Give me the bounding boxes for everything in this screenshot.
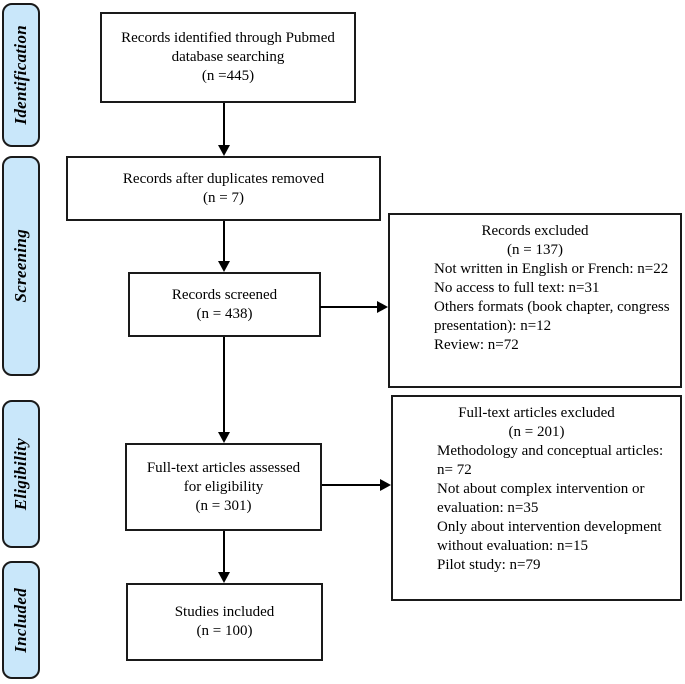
exclusion-title: Full-text articles excluded (458, 405, 615, 421)
arrowhead-down-icon (218, 572, 230, 583)
exclusion-reason: Only about intervention development with… (393, 518, 680, 556)
exclusion-reason-text: Others formats (book chapter, congress p… (434, 299, 670, 334)
exclusion-reason-text: Review: n=72 (434, 337, 519, 353)
box-studies-included: Studies included (n = 100) (126, 583, 323, 661)
box-text-line: Studies included (174, 604, 275, 620)
box-text-line: Records after duplicates removed (122, 170, 325, 187)
exclusion-reason-text: No access to full text: n=31 (434, 280, 600, 296)
box-text-line: Records screened (171, 286, 278, 303)
arrow-fulltext-to-excluded (322, 484, 380, 486)
exclusion-title: Records excluded (481, 223, 589, 239)
exclusion-reason-text: Only about intervention development with… (437, 519, 662, 554)
arrowhead-down-icon (218, 432, 230, 443)
stage-label-included: Included (2, 561, 40, 679)
box-count: (n = 301) (195, 497, 252, 514)
box-count: (n = 438) (196, 305, 253, 322)
box-count: (n =445) (201, 68, 255, 84)
exclusion-reason-text: Pilot study: n=79 (437, 557, 541, 573)
exclusion-reason-text: Not written in English or French: n=22 (434, 261, 669, 277)
exclusion-reason-text: Not about complex intervention or evalua… (437, 481, 645, 516)
arrow-duplicates-to-screened (223, 221, 225, 261)
box-text-line: Records identified through Pubmed (121, 30, 335, 46)
stage-label-eligibility: Eligibility (2, 400, 40, 548)
box-records-excluded: Records excluded (n = 137) Not written i… (388, 213, 682, 388)
stage-label-text: Eligibility (11, 437, 30, 511)
box-fulltext-assessed: Full-text articles assessed for eligibil… (125, 443, 322, 531)
stage-label-text: Screening (11, 229, 30, 303)
arrow-screened-to-excluded (320, 306, 377, 308)
arrow-identified-to-duplicates (223, 103, 225, 145)
box-records-screened: Records screened (n = 438) (128, 272, 321, 337)
exclusion-reason: No access to full text: n=31 (390, 279, 680, 298)
exclusion-reason: Pilot study: n=79 (393, 556, 680, 575)
stage-label-text: Included (11, 587, 30, 653)
box-count: (n = 100) (196, 623, 253, 639)
exclusion-reason: Not about complex intervention or evalua… (393, 480, 680, 518)
arrowhead-down-icon (218, 145, 230, 156)
arrowhead-right-icon (377, 301, 388, 313)
box-records-identified: Records identified through Pubmed databa… (100, 12, 356, 103)
box-fulltext-excluded: Full-text articles excluded (n = 201) Me… (391, 395, 682, 601)
exclusion-count: (n = 201) (508, 424, 565, 440)
arrow-screened-to-fulltext (223, 337, 225, 432)
box-text-line: Full-text articles assessed (146, 459, 301, 476)
arrow-fulltext-to-included (223, 531, 225, 572)
exclusion-reason: Not written in English or French: n=22 (390, 260, 680, 279)
exclusion-reason: Review: n=72 (390, 336, 680, 355)
box-records-after-duplicates: Records after duplicates removed (n = 7) (66, 156, 381, 221)
exclusion-count: (n = 137) (507, 242, 563, 258)
box-text-line: for eligibility (183, 478, 264, 495)
box-text-line: database searching (171, 49, 285, 65)
arrowhead-down-icon (218, 261, 230, 272)
box-count: (n = 7) (203, 189, 244, 206)
arrowhead-right-icon (380, 479, 391, 491)
exclusion-reason: Others formats (book chapter, congress p… (390, 298, 680, 336)
stage-label-identification: Identification (2, 3, 40, 147)
stage-label-screening: Screening (2, 156, 40, 376)
exclusion-reason-text: Methodology and conceptual articles: n= … (437, 443, 664, 478)
exclusion-reason: Methodology and conceptual articles: n= … (393, 442, 680, 480)
stage-label-text: Identification (11, 25, 30, 125)
